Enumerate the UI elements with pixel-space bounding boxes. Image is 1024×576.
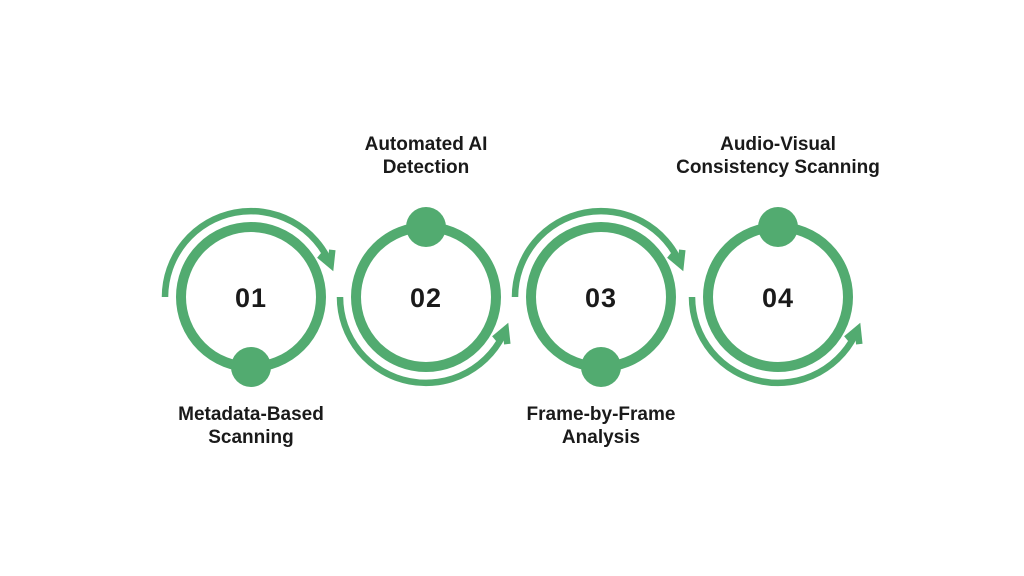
step-number: 02 <box>409 283 443 313</box>
step-label: Frame-by-Frame Analysis <box>456 403 746 449</box>
circle-arrow-graphic <box>336 207 511 387</box>
step-dot <box>758 207 798 247</box>
process-step-01: 01 Metadata-Based Scanning <box>151 197 351 448</box>
step-label-line-1: Frame-by-Frame <box>526 404 676 425</box>
step-label-line-1: Metadata-Based <box>178 404 324 425</box>
step-label-line-1: Automated AI <box>364 134 488 155</box>
step-dot <box>581 347 621 387</box>
arrow-arc <box>336 296 509 387</box>
arrowhead-icon <box>317 249 336 272</box>
step-dot <box>406 207 446 247</box>
arrow-arc <box>511 207 684 298</box>
step-number: 01 <box>234 283 268 313</box>
circle-arrow-graphic <box>161 207 336 387</box>
step-dot <box>231 347 271 387</box>
circle-arrow-graphic <box>511 207 686 387</box>
circle-arrow-graphic <box>688 207 863 387</box>
step-label-line-2: Consistency Scanning <box>676 157 880 178</box>
process-step-04: 04 Audio-Visual Consistency Scanning <box>676 134 880 397</box>
step-label: Audio-Visual Consistency Scanning <box>633 133 923 179</box>
step-label: Metadata-Based Scanning <box>106 403 396 449</box>
process-step-03: 03 Frame-by-Frame Analysis <box>501 197 701 448</box>
step-label: Automated AI Detection <box>281 133 571 179</box>
arrow-arc <box>688 296 861 387</box>
step-label-line-1: Audio-Visual <box>720 134 836 155</box>
process-step-02: 02 Automated AI Detection <box>326 134 526 397</box>
step-number: 04 <box>761 283 795 313</box>
step-number: 03 <box>584 283 618 313</box>
arrowhead-icon <box>492 322 511 345</box>
step-label-line-2: Scanning <box>208 427 294 448</box>
arrow-arc <box>161 207 334 298</box>
arrowhead-icon <box>667 249 686 272</box>
step-label-line-2: Analysis <box>561 427 641 448</box>
step-label-line-2: Detection <box>382 157 470 178</box>
arrowhead-icon <box>844 322 863 345</box>
